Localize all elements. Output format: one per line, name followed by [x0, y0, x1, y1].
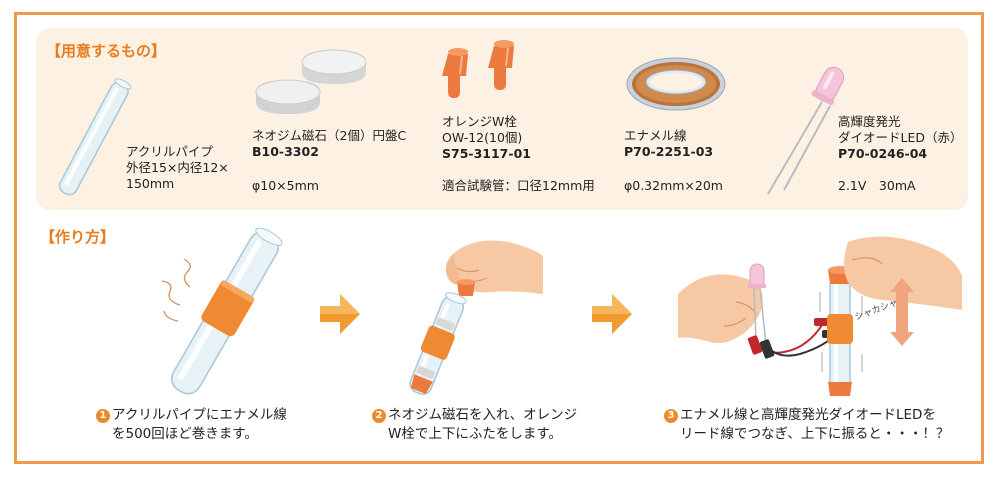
- step2-hand-inserting-stopper-image: [409, 240, 543, 395]
- material-spec: 2.1V 30mA: [838, 178, 916, 193]
- step-number-badge: 3: [664, 409, 678, 423]
- acrylic-pipe-image: [58, 78, 132, 196]
- neodymium-magnets-image: [255, 49, 367, 114]
- material-name-line: 外径15×内径12×: [126, 160, 229, 175]
- next-arrow-icon: [592, 294, 632, 334]
- material-spec: φ0.32mm×20m: [624, 178, 723, 193]
- material-name-line: オレンジW栓: [442, 114, 517, 129]
- materials-title: 【用意するもの】: [46, 42, 167, 60]
- next-arrow-icon: [320, 294, 360, 334]
- orange-w-stopper-image: [442, 40, 514, 98]
- material-code: P70-2251-03: [624, 144, 714, 159]
- step-line: W栓で上下にふたをします。: [388, 426, 562, 442]
- step-number-badge: 2: [372, 409, 386, 423]
- material-name-line: 高輝度発光: [838, 114, 901, 129]
- material-name-line: ダイオードLED（赤）: [838, 130, 963, 145]
- material-name-line: ネオジム磁石（2個）円盤C: [252, 128, 407, 143]
- material-name-line: エナメル線: [624, 128, 687, 143]
- material-code: B10-3302: [252, 144, 319, 159]
- led-image: [767, 66, 845, 195]
- material-name-line: 150mm: [126, 176, 175, 191]
- enamel-wire-spool-image: [626, 57, 726, 111]
- material-name-line: OW-12(10個): [442, 130, 523, 145]
- material-code: P70-0246-04: [838, 146, 928, 161]
- step-line: アクリルパイプにエナメル線: [112, 407, 287, 423]
- material-spec: 適合試験管：口径12mm用: [442, 178, 595, 193]
- material-name-line: アクリルパイプ: [126, 144, 213, 159]
- step3-shaking-led-circuit-image: シャカシャカ: [678, 236, 962, 396]
- material-spec: φ10×5mm: [252, 178, 319, 193]
- step1-pipe-with-coil-image: [161, 227, 283, 395]
- step-number-badge: 1: [96, 409, 110, 423]
- step-line: ネオジム磁石を入れ、オレンジ: [388, 407, 578, 423]
- step-line: エナメル線と高輝度発光ダイオードLEDを: [680, 407, 936, 423]
- step-line: を500回ほど巻きます。: [112, 426, 258, 442]
- step-line: リード線でつなぎ、上下に振ると・・・！？: [680, 426, 950, 442]
- material-code: S75-3117-01: [442, 146, 531, 161]
- steps-title: 【作り方】: [40, 228, 116, 246]
